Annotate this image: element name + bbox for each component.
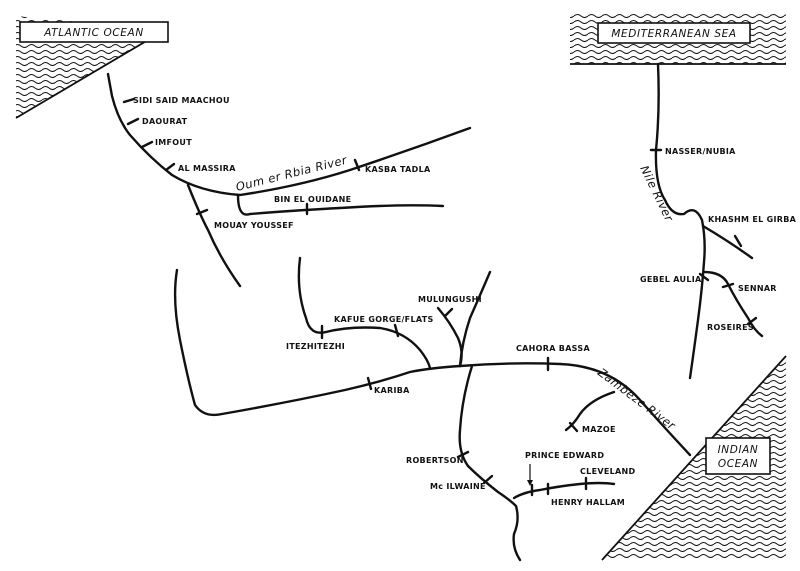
atbara-tributary: [701, 224, 754, 260]
dam-daourat: [126, 117, 140, 126]
luangwa-river: [458, 270, 492, 368]
kafue-river: [297, 256, 432, 370]
dam-kasba-tadla: [353, 158, 361, 172]
mulungushi-river: [436, 306, 463, 368]
nile-system: NASSER/NUBIA KHASHM EL GIRBA GEBEL AULIA…: [637, 62, 797, 380]
label-sidi-said-maachou: SIDI SAID MAACHOU: [133, 96, 230, 105]
atlantic-ocean-label-box: [19, 21, 169, 43]
zambeze-river: [173, 268, 692, 457]
mediterranean-sea-label: MEDITERRANEAN SEA: [611, 28, 736, 40]
mazoe-river: [564, 390, 616, 432]
oum-er-rbia-river: [106, 72, 472, 197]
blue-nile-tributary: [702, 270, 764, 338]
label-mulungushi: MULUNGUSHI: [418, 295, 482, 304]
label-kariba: KARIBA: [374, 386, 410, 395]
label-mouay-youssef: MOUAY YOUSSEF: [214, 221, 294, 230]
label-al-massira: AL MASSIRA: [178, 164, 236, 173]
dam-khashm-el-girba: [733, 234, 743, 248]
label-robertson: ROBERTSON: [406, 456, 464, 465]
label-mc-ilwaine: Mc ILWAINE: [430, 482, 486, 491]
dam-gebel-aulia: [698, 272, 710, 282]
label-itezhitezhi: ITEZHITEZHI: [286, 342, 345, 351]
bin-el-ouidane-tributary: [236, 193, 445, 216]
indian-coastline: [601, 355, 787, 561]
zambeze-river-label: Zambeze River: [594, 365, 679, 434]
label-henry-hallam: HENRY HALLAM: [551, 498, 625, 507]
dam-sidi-said-maachou: [122, 97, 136, 104]
oum-er-rbia-system: SIDI SAID MAACHOU DAOURAT IMFOUT AL MASS…: [106, 72, 472, 288]
prince-edward-arrowhead: [527, 480, 533, 486]
dam-mouay-youssef: [195, 208, 209, 216]
label-daourat: DAOURAT: [142, 117, 188, 126]
label-kasba-tadla: KASBA TADLA: [365, 165, 431, 174]
label-sennar: SENNAR: [738, 284, 777, 293]
dam-robertson: [456, 450, 470, 459]
label-kafue-gorge-flats: KAFUE GORGE/FLATS: [334, 315, 434, 324]
mouay-youssef-tributary: [186, 183, 242, 288]
indian-ocean-label-line1: INDIAN: [718, 444, 759, 456]
label-khashm-el-girba: KHASHM EL GIRBA: [708, 215, 797, 224]
dam-roseires: [746, 316, 758, 326]
oum-er-rbia-river-label: Oum er Rbia River: [234, 153, 349, 194]
indian-ocean: INDIAN OCEAN: [601, 355, 787, 561]
label-mazoe: MAZOE: [582, 425, 616, 434]
label-nasser-nubia: NASSER/NUBIA: [665, 147, 736, 156]
mediterranean-sea: MEDITERRANEAN SEA: [570, 12, 786, 65]
indian-ocean-label-line2: OCEAN: [718, 458, 758, 470]
mediterranean-sea-label-box: [597, 22, 751, 44]
hallam-branch: [512, 481, 616, 500]
atlantic-ocean-label: ATLANTIC OCEAN: [43, 27, 144, 39]
dam-imfout: [140, 140, 154, 149]
dam-al-massira: [164, 162, 176, 172]
label-bin-el-ouidane: BIN EL OUIDANE: [274, 195, 351, 204]
dam-mc-ilwaine: [482, 474, 494, 485]
dam-kariba: [366, 376, 373, 391]
label-cahora-bassa: CAHORA BASSA: [516, 344, 590, 353]
dam-sennar: [721, 282, 735, 289]
label-prince-edward: PRINCE EDWARD: [525, 451, 604, 460]
atlantic-ocean: ATLANTIC OCEAN: [15, 16, 169, 119]
robertson-branch: [458, 364, 522, 562]
dam-mazoe: [568, 421, 579, 433]
label-roseires: ROSEIRES: [707, 323, 754, 332]
label-imfout: IMFOUT: [155, 138, 192, 147]
atlantic-coastline: [15, 29, 166, 119]
label-gebel-aulia: GEBEL AULIA: [640, 275, 702, 284]
label-cleveland: CLEVELAND: [580, 467, 635, 476]
indian-ocean-label-box: [705, 437, 771, 475]
dam-kafue-gorge-flats: [393, 323, 400, 338]
dam-mulungushi: [443, 307, 454, 318]
zambezi-system: MULUNGUSHI KAFUE GORGE/FLATS ITEZHITEZHI…: [173, 256, 692, 562]
